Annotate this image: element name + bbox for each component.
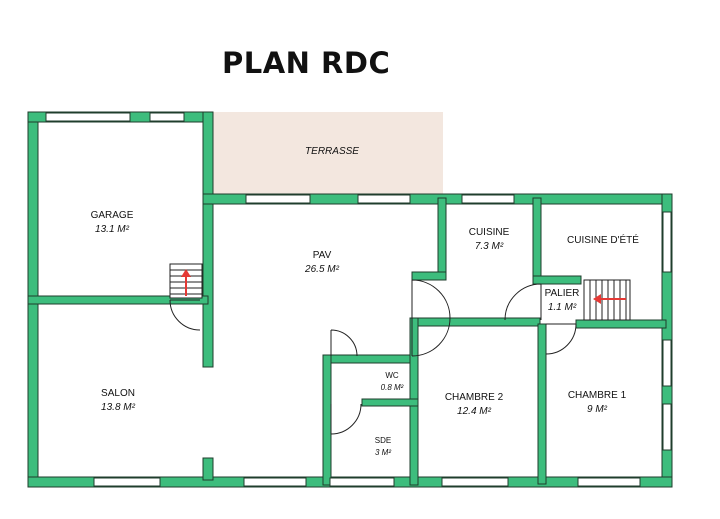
window xyxy=(93,477,161,487)
room-name-terrasse: TERRASSE xyxy=(305,146,359,157)
room-labels: TERRASSE GARAGE 13.1 M² PAV 26.5 M² CUIS… xyxy=(91,146,640,457)
window xyxy=(662,403,672,451)
wall-palier-north xyxy=(532,275,582,285)
arrow-left-icon xyxy=(593,294,626,304)
door-palier xyxy=(504,283,542,321)
wall-wc-north xyxy=(322,354,419,364)
window xyxy=(461,194,515,204)
door-chambre1 xyxy=(545,323,577,355)
window xyxy=(45,112,131,122)
window xyxy=(243,477,307,487)
wall-cuisine-west-a xyxy=(437,197,447,281)
door-pav-chambre2 xyxy=(411,317,451,357)
room-name-chambre1: CHAMBRE 1 xyxy=(568,390,627,401)
room-area-chambre2: 12.4 M² xyxy=(457,406,492,417)
windows xyxy=(45,112,672,487)
room-area-salon: 13.8 M² xyxy=(101,402,136,413)
window xyxy=(441,477,509,487)
wall-cuisine-ete-west xyxy=(532,197,542,279)
room-area-wc: 0.8 M² xyxy=(381,383,404,392)
wall-garage-east xyxy=(202,111,214,368)
window xyxy=(357,194,411,204)
window xyxy=(149,112,185,122)
plan-title: PLAN RDC xyxy=(222,46,391,80)
door-garage-stairs xyxy=(169,299,201,331)
wall-wc-sde xyxy=(361,398,419,407)
window xyxy=(329,477,395,487)
room-name-chambre2: CHAMBRE 2 xyxy=(445,392,504,403)
room-name-cuisine-ete: CUISINE D'ÉTÉ xyxy=(567,233,639,246)
room-name-palier: PALIER xyxy=(545,288,580,299)
door-wc xyxy=(330,329,358,357)
room-area-palier: 1.1 M² xyxy=(548,302,577,313)
wall-palier-south xyxy=(575,319,667,329)
stairs-palier xyxy=(583,279,631,321)
room-name-cuisine: CUISINE xyxy=(469,227,510,238)
door-pav-cuisine xyxy=(411,279,451,319)
room-area-chambre1: 9 M² xyxy=(587,404,608,415)
room-area-sde: 3 M² xyxy=(375,448,391,457)
wall-wc-west xyxy=(322,354,332,486)
room-area-cuisine: 7.3 M² xyxy=(475,241,504,252)
wall-garage-south xyxy=(27,295,209,305)
stairs-garage xyxy=(169,263,203,299)
window xyxy=(245,194,311,204)
doors xyxy=(169,279,577,435)
window xyxy=(577,477,641,487)
room-name-garage: GARAGE xyxy=(91,210,134,221)
wall-stub-south xyxy=(202,457,214,481)
terrace-area xyxy=(213,112,443,194)
wall-cuisine-west-b xyxy=(411,271,447,281)
arrow-up-icon xyxy=(181,269,191,296)
wall-cuisine-south xyxy=(411,317,541,327)
room-name-wc: WC xyxy=(385,371,399,380)
room-name-salon: SALON xyxy=(101,388,135,399)
room-name-sde: SDE xyxy=(375,436,391,445)
door-sde xyxy=(330,403,362,435)
room-area-garage: 13.1 M² xyxy=(95,224,130,235)
wall-chambre1-west xyxy=(537,323,547,485)
room-name-pav: PAV xyxy=(313,250,332,261)
window xyxy=(662,211,672,273)
room-area-pav: 26.5 M² xyxy=(304,264,340,275)
window xyxy=(662,339,672,387)
